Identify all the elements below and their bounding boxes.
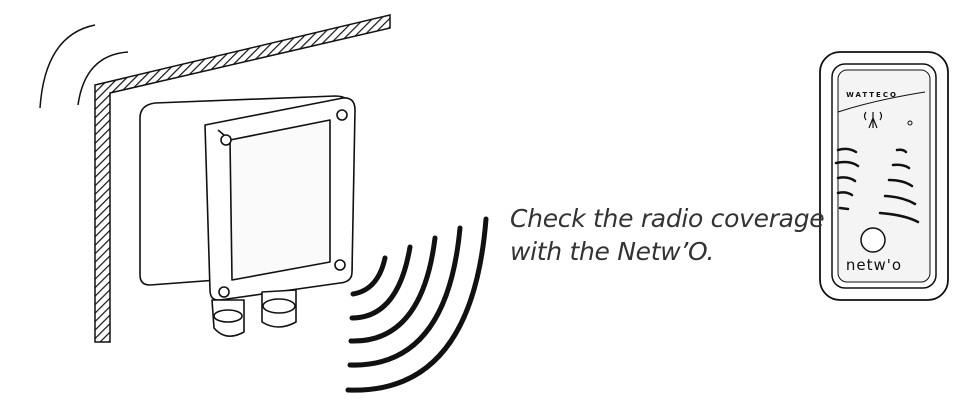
- antenna-icon: [863, 111, 883, 129]
- caption-text: Check the radio coverage with the Netw’O…: [510, 202, 830, 268]
- tester-button: [860, 227, 886, 253]
- wall-signal-arcs: [39, 24, 129, 109]
- wall-hatch-icon: [94, 14, 391, 343]
- caption-line-1: Check the radio coverage: [510, 204, 825, 233]
- brand-label: WATTECO: [846, 91, 898, 99]
- netwo-tester-device-icon: WATTECO netw'o: [819, 51, 949, 301]
- electrical-enclosure-icon: [139, 95, 356, 337]
- caption-line-2: with the Netw’O.: [510, 237, 715, 266]
- radio-waves-icon: [345, 216, 489, 393]
- netwo-logo: netw'o: [846, 256, 902, 274]
- signal-level-icon: [834, 147, 920, 224]
